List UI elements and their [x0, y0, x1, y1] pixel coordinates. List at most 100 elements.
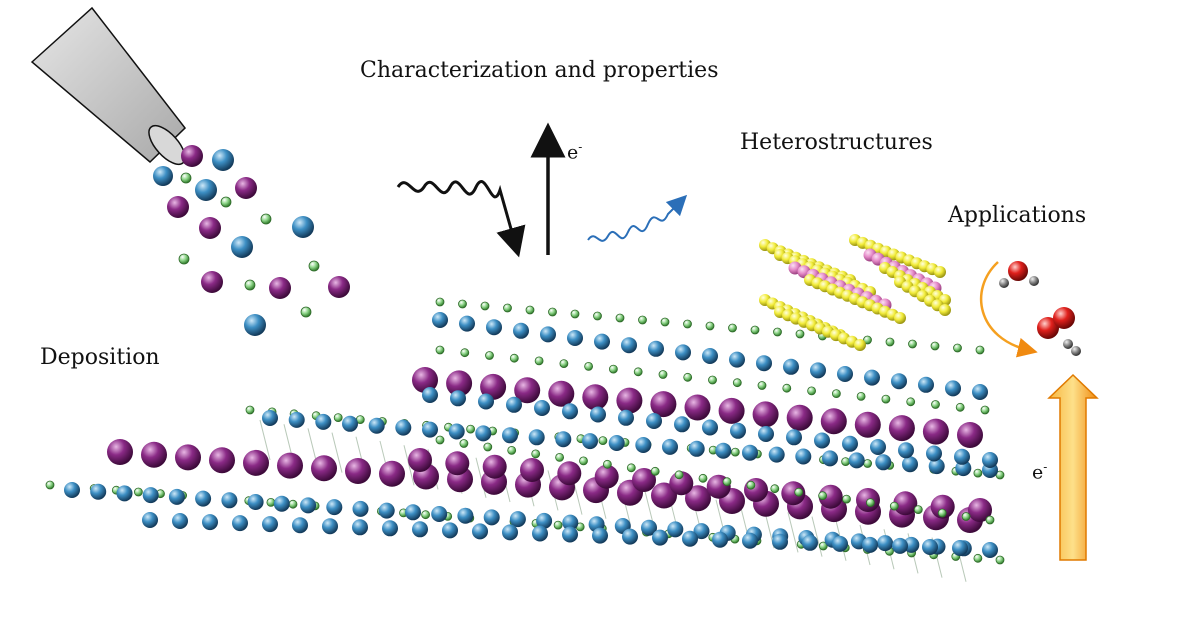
blue-atom [926, 445, 942, 462]
blue-atom [247, 494, 264, 510]
green-atom [863, 459, 872, 468]
blue-atom [870, 439, 886, 455]
applications-label: Applications [948, 203, 1087, 228]
blue-atom [875, 454, 892, 471]
green-atom [930, 341, 940, 351]
green-atom [660, 317, 670, 327]
green-atom [722, 477, 732, 487]
blue-atom [667, 521, 684, 538]
purple-atom [922, 418, 949, 445]
blue-atom [528, 429, 545, 446]
blue-atom [848, 452, 865, 469]
blue-atom [772, 533, 788, 550]
deposition-label: Deposition [40, 345, 160, 370]
blue-atom [168, 488, 185, 505]
blue-atom [244, 314, 266, 336]
green-atom [579, 456, 588, 466]
green-atom [638, 315, 647, 325]
green-atom [460, 348, 470, 358]
green-atom [705, 321, 715, 331]
purple-atom [669, 471, 694, 496]
purple-atom [412, 367, 438, 393]
blue-atom [486, 319, 502, 336]
electron-charge: - [1043, 460, 1048, 474]
blue-atom [562, 526, 578, 543]
green-atom [633, 367, 643, 377]
blue-atom [90, 483, 107, 500]
blue-atom [422, 387, 438, 403]
green-atom [593, 311, 602, 321]
green-atom [553, 520, 563, 530]
green-atom [908, 339, 917, 349]
electron-symbol: e [567, 141, 579, 164]
green-atom [832, 389, 841, 399]
purple-atom [968, 498, 992, 522]
purple-atom [752, 401, 779, 428]
blue-atom [288, 411, 305, 428]
purple-atom [781, 481, 806, 506]
green-atom [459, 439, 469, 448]
green-atom [818, 541, 828, 551]
blue-atom [742, 444, 758, 461]
hydrogen-molecule [1063, 339, 1081, 356]
green-atom [866, 498, 875, 508]
blue-atom [352, 519, 368, 536]
blue-atom [273, 495, 290, 512]
green-atom [559, 359, 569, 369]
green-atom [483, 442, 493, 452]
blue-atom [902, 456, 918, 473]
blue-atom [262, 516, 278, 533]
green-atom [746, 480, 756, 490]
green-atom [244, 279, 256, 291]
blue-atom [918, 376, 934, 393]
green-atom [730, 447, 740, 457]
blue-atom [322, 518, 338, 535]
green-atom [750, 325, 760, 335]
blue-atom [756, 355, 772, 372]
blue-atom [378, 502, 395, 519]
blue-atom [877, 535, 894, 552]
blue-atom [202, 514, 218, 531]
blue-atom [472, 523, 488, 540]
blue-atom [422, 421, 438, 438]
purple-atom [786, 404, 813, 431]
green-atom [333, 413, 343, 423]
characterization-label: Characterization and properties [360, 58, 719, 83]
green-atom [841, 457, 850, 467]
green-atom [485, 351, 494, 360]
blue-atom [502, 427, 518, 444]
blue-atom [142, 487, 159, 504]
atomic-bond [403, 445, 415, 486]
purple-atom [632, 468, 656, 492]
green-atom [288, 499, 298, 509]
green-atom [507, 445, 517, 455]
purple-atom [818, 484, 843, 509]
blue-atom [300, 497, 317, 514]
blue-atom [898, 442, 914, 459]
blue-atom [652, 529, 668, 546]
blue-atom [315, 413, 332, 430]
blue-atom [431, 506, 448, 522]
purple-atom [820, 408, 847, 435]
green-atom [980, 405, 990, 415]
green-atom [728, 323, 737, 333]
blue-atom [972, 384, 988, 400]
green-atom [570, 309, 580, 319]
blue-atom [509, 511, 526, 528]
electron-symbol: e [1032, 461, 1044, 484]
green-atom [180, 172, 192, 184]
green-atom [995, 555, 1005, 565]
green-atom [300, 306, 312, 318]
blue-atom [352, 500, 369, 517]
purple-atom [957, 422, 983, 448]
purple-atom [520, 458, 544, 482]
blue-atom [982, 452, 998, 468]
blue-atom [662, 438, 678, 455]
atomic-bond [811, 516, 823, 557]
blue-atom [459, 315, 475, 332]
electron-flow-arrow [1047, 373, 1099, 561]
blue-atom [814, 432, 830, 449]
purple-atom [199, 217, 221, 239]
green-atom [973, 553, 983, 563]
blue-atom [292, 517, 308, 534]
